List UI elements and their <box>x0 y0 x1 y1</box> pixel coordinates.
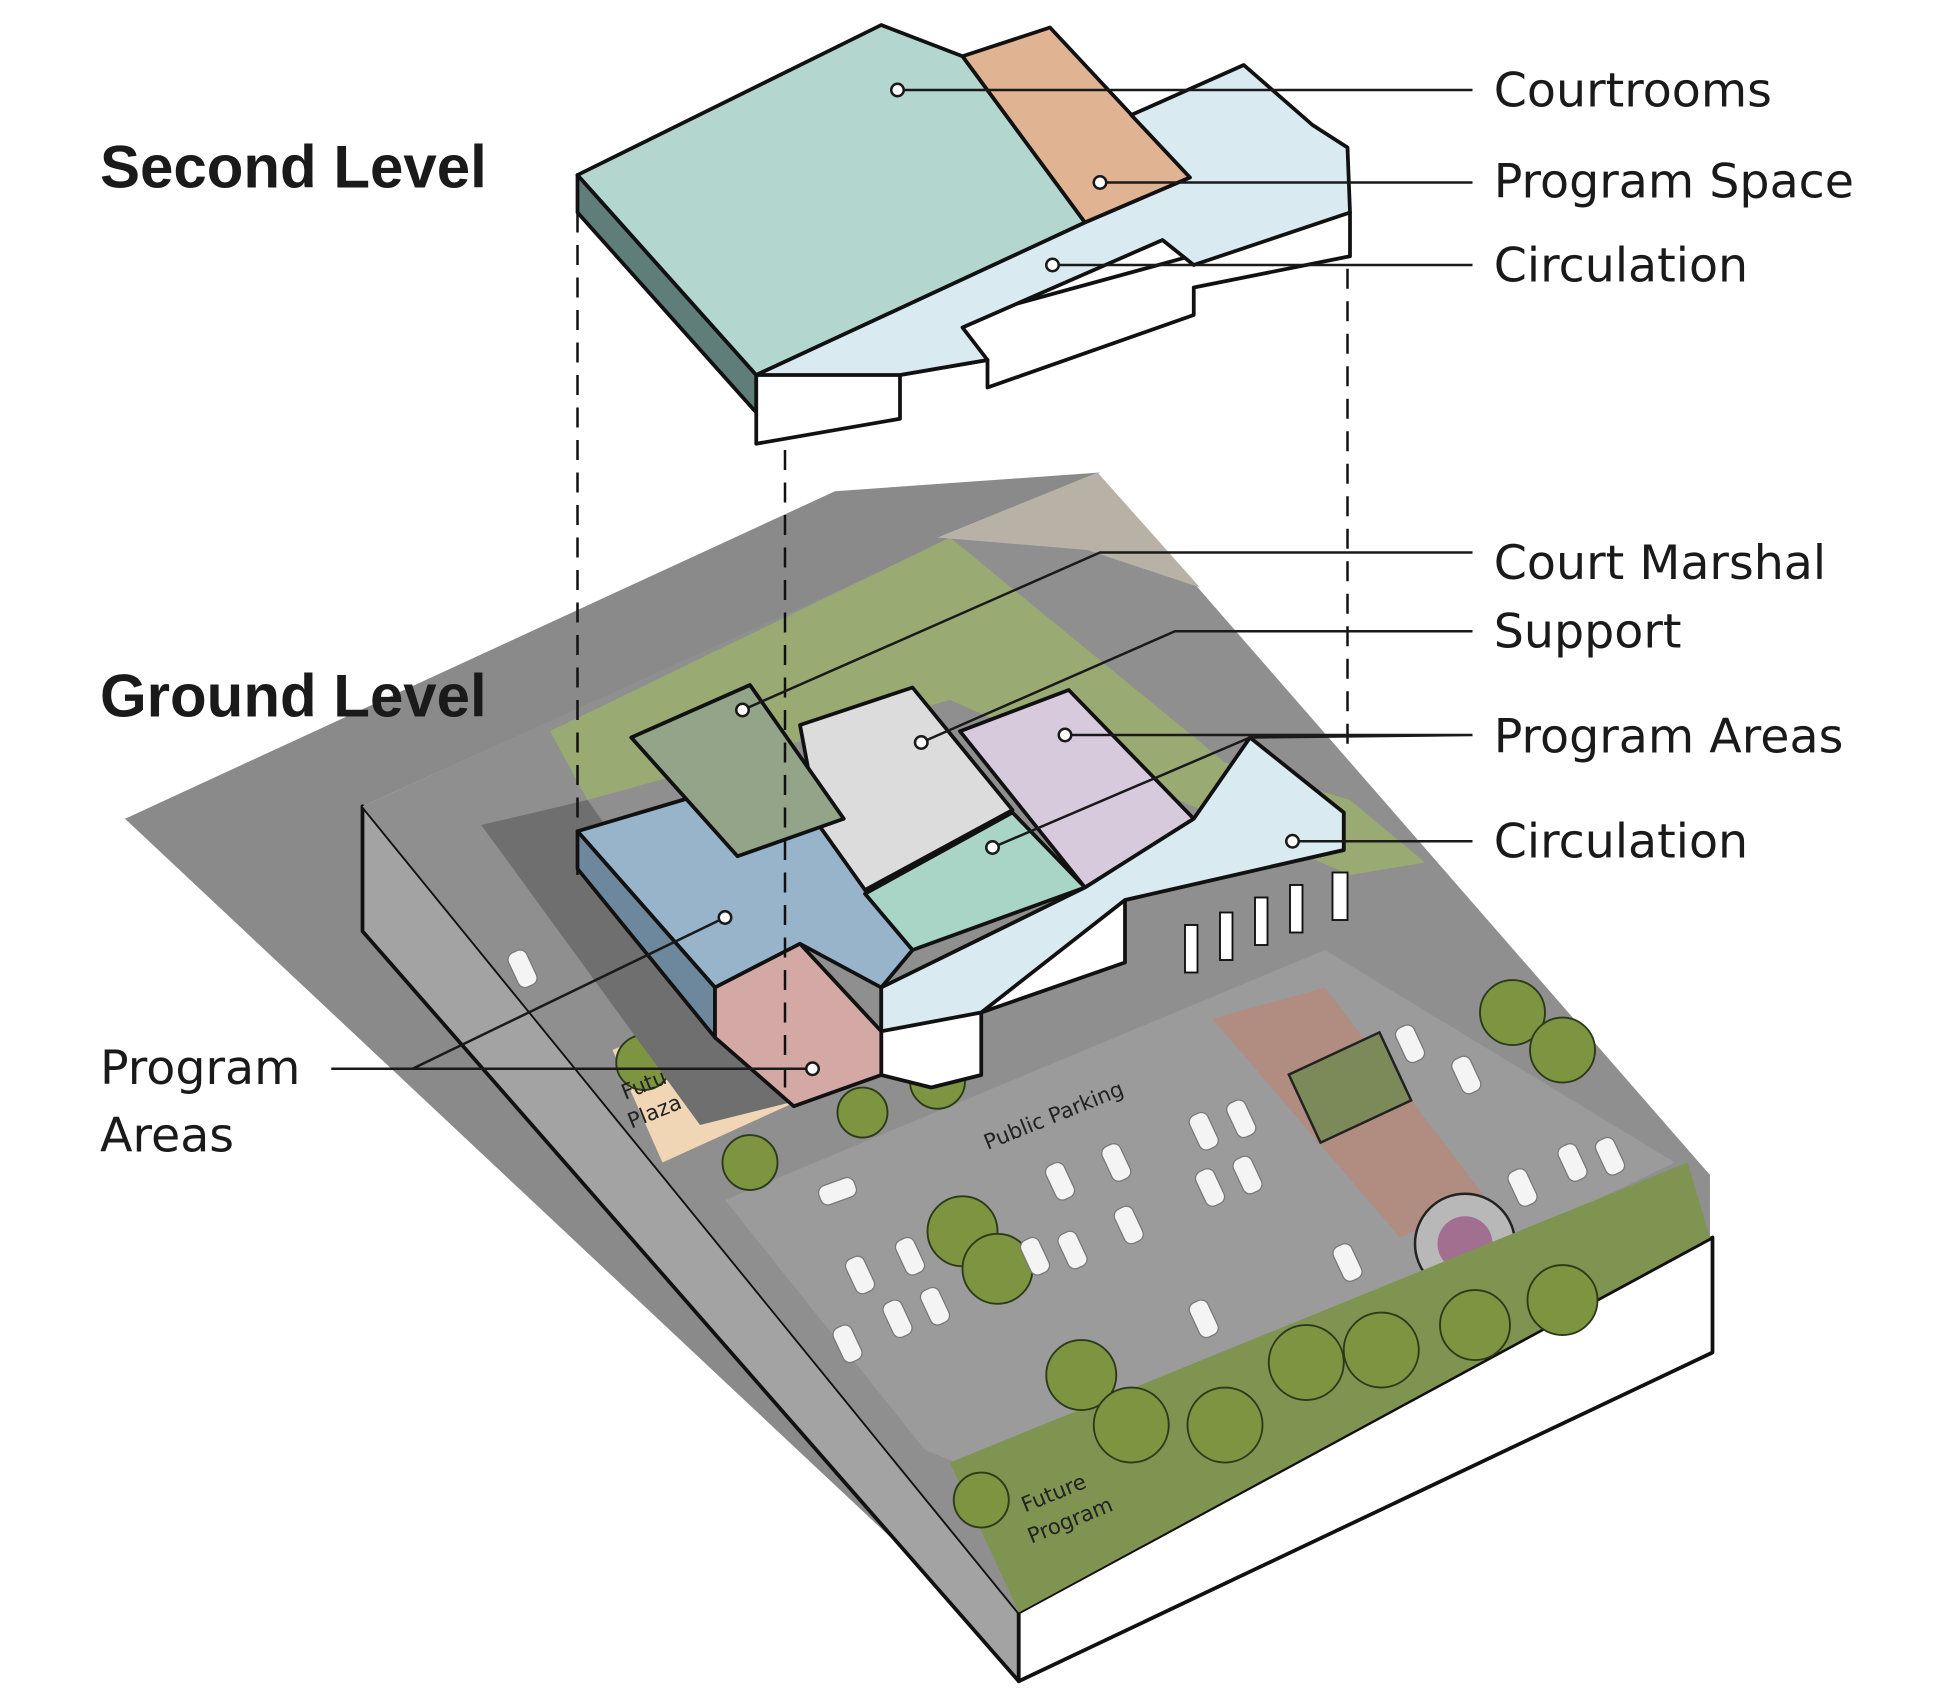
court-marshal-block <box>629 683 846 859</box>
label-program-space: Program Space <box>1494 155 1854 210</box>
road-top <box>937 472 1200 588</box>
site-shadow <box>125 472 1100 1682</box>
projection-lines <box>576 212 1349 1100</box>
program-area-pink <box>713 941 884 1109</box>
parking-lot <box>725 950 1675 1475</box>
circulation-ground <box>879 735 1346 1034</box>
label-support: Support <box>1494 605 1682 660</box>
leader-support <box>920 630 1473 744</box>
leader-dots <box>717 82 1300 1077</box>
entry-columns <box>1184 871 1349 974</box>
label-circulation-ground: Circulation <box>1494 815 1748 870</box>
second-level-title: Second Level <box>100 134 487 201</box>
label-courtrooms: Courtrooms <box>1494 63 1772 118</box>
label-court-marshal: Court Marshal <box>1494 536 1826 591</box>
circulation-second-front <box>754 210 1352 446</box>
leader-court-marshal <box>741 551 1473 712</box>
roundabout-planter <box>1287 1030 1413 1145</box>
label-circulation-second: Circulation <box>1494 238 1748 293</box>
grass-band <box>550 537 1425 875</box>
leader-program-areas <box>992 733 1473 849</box>
label-left-program-line2: Areas <box>100 1108 234 1163</box>
ground-level-title: Ground Level <box>100 662 487 729</box>
parked-cars <box>507 949 1626 1364</box>
circulation-second <box>754 63 1352 377</box>
label-program-areas: Program Areas <box>1494 710 1844 765</box>
label-left-program-line1: Program <box>100 1041 300 1096</box>
site-right-face <box>1016 1235 1715 1684</box>
